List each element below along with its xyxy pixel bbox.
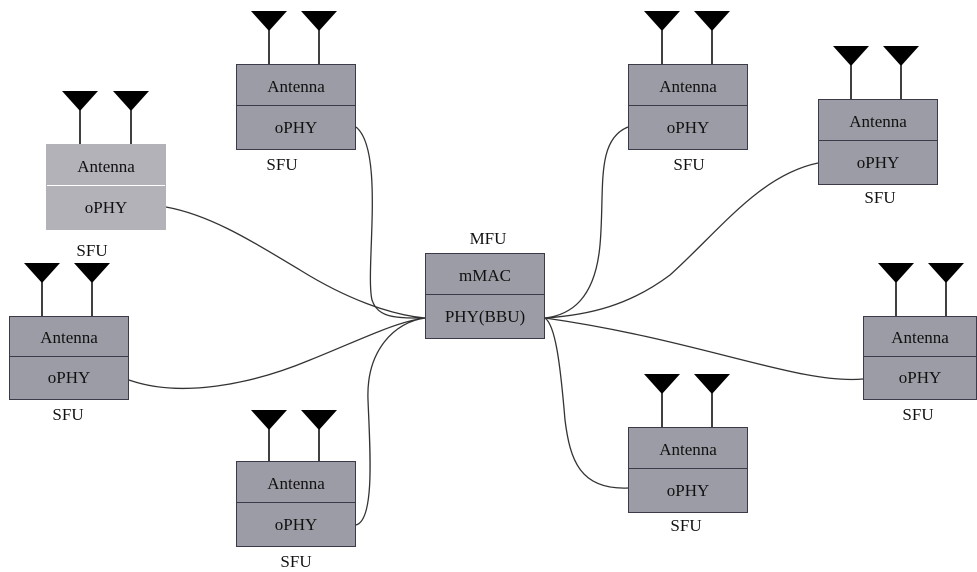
sfu-ophy-label: oPHY <box>10 356 128 399</box>
sfu-name-label: SFU <box>76 241 108 260</box>
sfu-ophy-label: oPHY <box>864 356 976 399</box>
antenna-icon <box>24 263 60 283</box>
sfu-antenna-label: Antenna <box>267 473 325 493</box>
antenna-icon <box>301 11 337 31</box>
link-sfu-6 <box>544 162 819 319</box>
sfu-name-label: SFU <box>670 516 702 535</box>
link-sfu-2 <box>165 206 426 319</box>
link-sfu-7 <box>544 317 864 381</box>
sfu-name-label: SFU <box>266 155 298 174</box>
antenna-icon <box>833 46 869 66</box>
antenna-icon <box>251 410 287 430</box>
antenna-icon <box>644 374 680 394</box>
antenna-icon <box>301 410 337 430</box>
sfu-ophy-label: oPHY <box>629 468 747 512</box>
link-sfu-5 <box>544 126 629 319</box>
antenna-icon <box>74 263 110 283</box>
sfu-name-label: SFU <box>902 405 934 424</box>
sfu-ophy-label: oPHY <box>629 105 747 149</box>
link-sfu-4 <box>355 317 426 526</box>
antenna-icon <box>694 11 730 31</box>
mfu-title: MFU <box>469 229 507 248</box>
sfu-ophy-label: oPHY <box>819 140 937 184</box>
antenna-icon <box>928 263 964 283</box>
sfu-antenna-label: Antenna <box>267 76 325 96</box>
sfu-box: Antenna oPHY <box>9 316 129 400</box>
link-sfu-1 <box>355 126 426 319</box>
sfu-antenna-label: Antenna <box>659 76 717 96</box>
antenna-icon <box>62 91 98 111</box>
mfu-mmac-label: mMAC <box>459 265 511 285</box>
antenna-group <box>24 11 964 461</box>
sfu-box: Antenna oPHY <box>236 64 356 150</box>
antenna-icon <box>113 91 149 111</box>
antenna-icon <box>878 263 914 283</box>
sfu-box: Antenna oPHY <box>628 64 748 150</box>
link-sfu-8 <box>544 317 629 489</box>
sfu-name-label: SFU <box>280 552 312 571</box>
sfu-antenna-label: Antenna <box>77 156 135 176</box>
sfu-name-label: SFU <box>673 155 705 174</box>
antenna-icon <box>694 374 730 394</box>
sfu-box: Antenna oPHY <box>628 427 748 513</box>
sfu-ophy-label: oPHY <box>237 502 355 546</box>
sfu-antenna-label: Antenna <box>891 328 949 347</box>
sfu-box: Antenna oPHY <box>46 144 166 230</box>
sfu-antenna-label: Antenna <box>849 111 907 131</box>
sfu-box: Antenna oPHY <box>863 316 977 400</box>
sfu-box: Antenna oPHY <box>236 461 356 547</box>
sfu-ophy-label: oPHY <box>47 185 165 229</box>
sfu-ophy-label: oPHY <box>237 105 355 149</box>
connection-lines <box>128 126 864 526</box>
sfu-box: Antenna oPHY <box>818 99 938 185</box>
sfu-name-label: SFU <box>52 405 84 424</box>
antenna-icon <box>251 11 287 31</box>
sfu-name-label: SFU <box>864 188 896 207</box>
antenna-icon <box>644 11 680 31</box>
antenna-icon <box>883 46 919 66</box>
sfu-antenna-label: Antenna <box>659 439 717 459</box>
sfu-antenna-label: Antenna <box>40 328 98 347</box>
mfu-box: mMAC PHY(BBU) <box>425 253 545 339</box>
link-sfu-3 <box>128 317 426 389</box>
mfu-phy-label: PHY(BBU) <box>426 294 544 338</box>
